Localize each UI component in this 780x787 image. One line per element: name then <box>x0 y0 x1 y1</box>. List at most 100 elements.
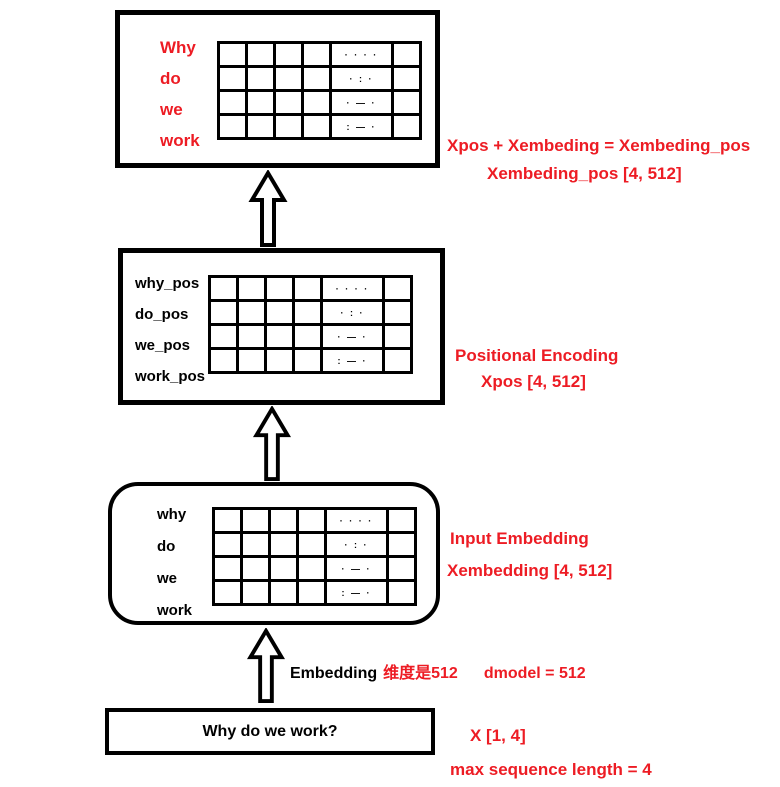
matrix-cell <box>301 41 332 68</box>
matrix-cell <box>217 113 248 140</box>
matrix-cell <box>236 323 267 350</box>
matrix-cell <box>236 275 267 302</box>
matrix-cell <box>217 65 248 92</box>
matrix-cell <box>240 579 271 606</box>
matrix-cell <box>292 347 323 374</box>
word-label: why_pos <box>135 275 200 292</box>
matrix-cell <box>268 555 299 582</box>
positional-encoding-matrix: · · · ·· : ·· — ·: — · <box>208 275 413 374</box>
matrix-cell <box>292 299 323 326</box>
matrix-ellipsis-cell: · — · <box>324 555 389 582</box>
matrix-cell <box>382 299 413 326</box>
matrix-cell <box>240 507 271 534</box>
matrix-cell <box>391 65 422 92</box>
matrix-cell <box>386 531 417 558</box>
matrix-cell <box>382 323 413 350</box>
matrix-cell <box>391 89 422 116</box>
input-shape-label: X [1, 4] <box>470 726 526 745</box>
word-label: do <box>157 538 176 555</box>
input-embedding-label: Input Embedding <box>450 529 589 548</box>
matrix-cell <box>264 275 295 302</box>
sum-formula-label: Xpos + Xembeding = Xembeding_pos <box>447 136 751 155</box>
up-arrow <box>252 406 292 482</box>
matrix-cell <box>268 531 299 558</box>
matrix-cell <box>296 555 327 582</box>
matrix-cell <box>296 579 327 606</box>
matrix-cell <box>240 531 271 558</box>
matrix-ellipsis-cell: · : · <box>329 65 394 92</box>
matrix-cell <box>264 323 295 350</box>
matrix-ellipsis-cell: · — · <box>320 323 385 350</box>
matrix-cell <box>245 113 276 140</box>
input-sentence-text: Why do we work? <box>202 722 338 740</box>
matrix-ellipsis-cell: : — · <box>329 113 394 140</box>
matrix-cell <box>212 555 243 582</box>
matrix-cell <box>212 507 243 534</box>
embedding-pos-matrix: · · · ·· : ·· — ·: — · <box>217 41 422 140</box>
output-matrix-box: Why do we work · · · ·· : ·· — ·: — · <box>115 10 440 168</box>
matrix-cell <box>240 555 271 582</box>
input-embedding-box: why do we work · · · ·· : ·· — ·: — · <box>108 482 440 625</box>
matrix-cell <box>208 275 239 302</box>
max-seq-label: max sequence length = 4 <box>450 760 652 779</box>
matrix-ellipsis-cell: : — · <box>324 579 389 606</box>
word-label: why <box>157 506 187 523</box>
word-label: do_pos <box>135 306 189 323</box>
input-sentence-box: Why do we work? <box>105 708 435 755</box>
matrix-cell <box>208 323 239 350</box>
matrix-cell <box>264 347 295 374</box>
matrix-cell <box>296 507 327 534</box>
matrix-cell <box>382 275 413 302</box>
matrix-cell <box>245 41 276 68</box>
matrix-cell <box>273 89 304 116</box>
positional-encoding-label: Positional Encoding <box>455 346 619 365</box>
matrix-cell <box>292 275 323 302</box>
matrix-cell <box>391 41 422 68</box>
embedding-label-en: Embedding <box>290 665 378 682</box>
matrix-cell <box>217 41 248 68</box>
up-arrow <box>248 170 288 247</box>
word-label: we_pos <box>135 337 191 354</box>
matrix-cell <box>236 299 267 326</box>
sum-shape-label: Xembeding_pos [4, 512] <box>487 164 682 183</box>
pos-shape-label: Xpos [4, 512] <box>481 372 586 391</box>
matrix-cell <box>268 507 299 534</box>
matrix-cell <box>292 323 323 350</box>
word-label: we <box>157 570 178 587</box>
matrix-ellipsis-cell: · · · · <box>329 41 394 68</box>
embedding-arrow-label: Embedding 维度是512 dmodel = 512 <box>290 659 586 683</box>
word-label: Why <box>160 38 196 57</box>
matrix-cell <box>382 347 413 374</box>
matrix-cell <box>264 299 295 326</box>
word-label: work <box>160 131 200 150</box>
matrix-cell <box>296 531 327 558</box>
matrix-ellipsis-cell: · : · <box>324 531 389 558</box>
matrix-ellipsis-cell: : — · <box>320 347 385 374</box>
positional-encoding-box: why_pos do_pos we_pos work_pos · · · ·· … <box>118 248 445 405</box>
matrix-cell <box>245 89 276 116</box>
word-list: why_pos do_pos we_pos work_pos <box>135 275 205 386</box>
word-label: work <box>157 602 193 619</box>
dmodel-label: dmodel = 512 <box>483 665 586 682</box>
matrix-cell <box>268 579 299 606</box>
matrix-ellipsis-cell: · — · <box>329 89 394 116</box>
matrix-cell <box>386 507 417 534</box>
input-embedding-matrix: · · · ·· : ·· — ·: — · <box>212 507 417 606</box>
matrix-cell <box>245 65 276 92</box>
matrix-cell <box>212 579 243 606</box>
embedding-label-zh: 维度是512 <box>383 665 458 682</box>
matrix-ellipsis-cell: · · · · <box>324 507 389 534</box>
matrix-cell <box>217 89 248 116</box>
word-label: we <box>160 100 183 119</box>
matrix-table: · · · ·· : ·· — ·: — · <box>212 507 417 606</box>
embed-shape-label: Xembedding [4, 512] <box>447 561 613 580</box>
matrix-cell <box>208 299 239 326</box>
word-label: work_pos <box>135 368 206 385</box>
word-label: do <box>160 69 181 88</box>
matrix-cell <box>212 531 243 558</box>
matrix-cell <box>273 65 304 92</box>
matrix-cell <box>273 41 304 68</box>
matrix-table: · · · ·· : ·· — ·: — · <box>217 41 422 140</box>
matrix-cell <box>236 347 267 374</box>
